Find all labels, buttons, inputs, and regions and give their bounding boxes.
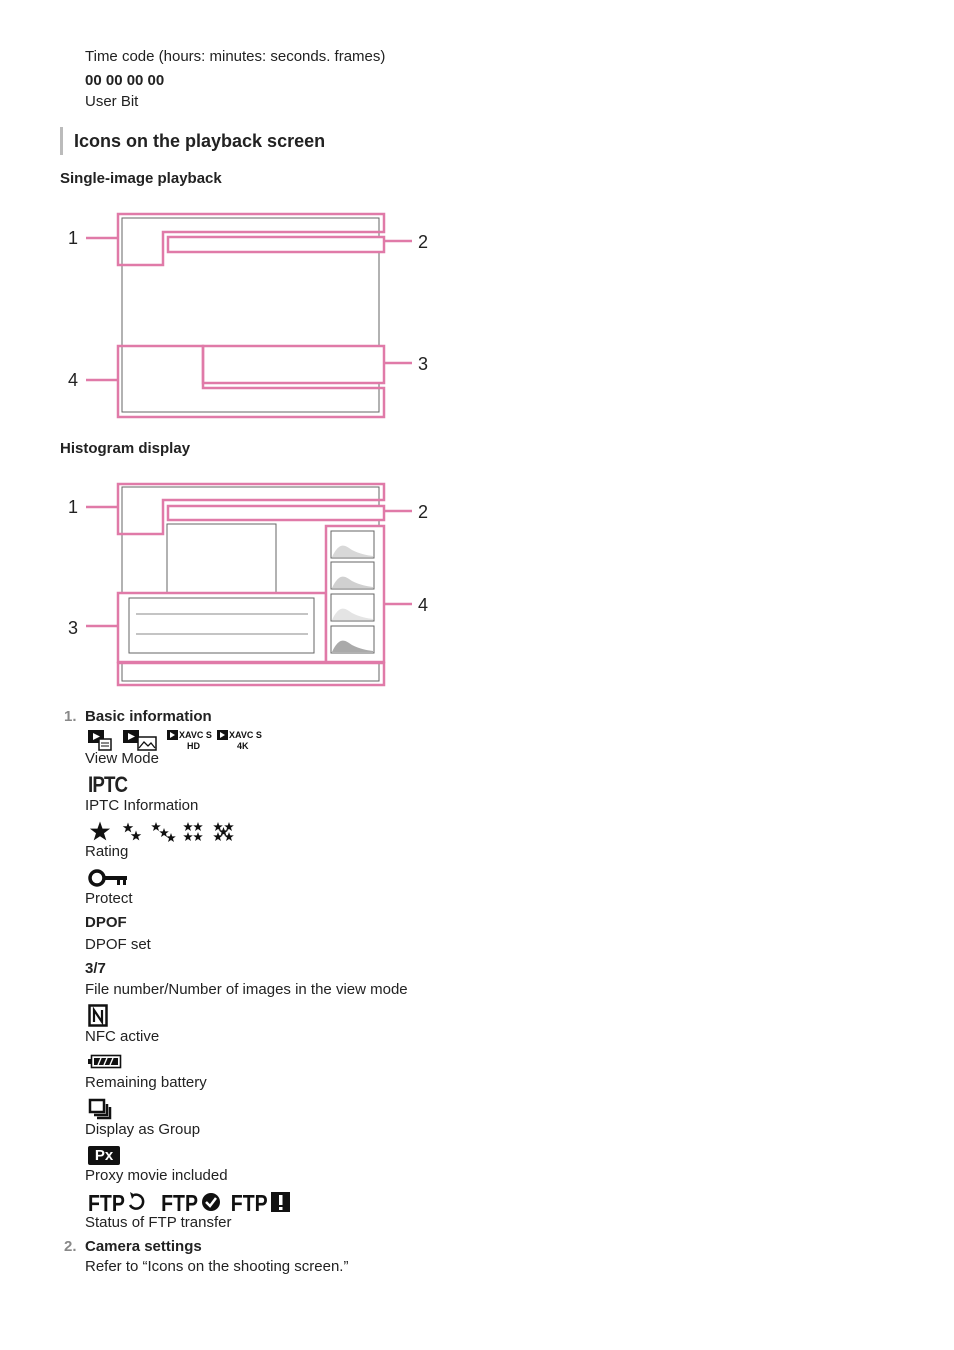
callout-3: 3 — [68, 618, 78, 638]
basic-information-title: Basic information — [85, 708, 212, 725]
star-four-icon — [183, 822, 203, 841]
camera-settings-title: Camera settings — [85, 1238, 202, 1255]
ftp-status-icons: FTP FTP FTP — [88, 1191, 290, 1215]
time-code-value: 00 00 00 00 — [85, 72, 165, 89]
protect-label: Protect — [85, 890, 133, 907]
proxy-icon: Px — [88, 1146, 120, 1165]
bottom-bar-outline — [116, 661, 386, 687]
nfc-icon — [88, 1004, 108, 1027]
area-3-outline — [116, 591, 328, 664]
view-mode-still-icon — [123, 730, 157, 751]
section-bar — [60, 127, 63, 155]
iptc-icon: IPTC — [88, 772, 128, 797]
callout-2: 2 — [418, 502, 428, 522]
svg-text:FTP: FTP — [88, 1191, 125, 1215]
callout-2: 2 — [418, 232, 428, 252]
star-two-icon — [122, 822, 142, 841]
protect-key-icon — [88, 869, 127, 887]
monitor-frame — [121, 217, 380, 413]
list-number-2: 2. — [64, 1238, 77, 1255]
thumbnail-box — [166, 523, 277, 595]
svg-text:FTP: FTP — [231, 1191, 268, 1215]
callout-1: 1 — [68, 497, 78, 517]
view-mode-label: View Mode — [85, 750, 159, 767]
callout-4: 4 — [418, 595, 428, 615]
dpof-icon: DPOF — [85, 914, 127, 931]
callout-1: 1 — [68, 228, 78, 248]
view-mode-date-icon — [88, 730, 112, 751]
iptc-label: IPTC Information — [85, 797, 199, 814]
svg-text:4K: 4K — [237, 741, 249, 751]
ftp-label: Status of FTP transfer — [85, 1214, 232, 1231]
list-number-1: 1. — [64, 708, 77, 725]
area-2-outline — [166, 504, 386, 522]
battery-icon — [88, 1054, 122, 1069]
proxy-label: Proxy movie included — [85, 1167, 228, 1184]
rating-icons — [89, 821, 234, 842]
star-three-icon — [151, 822, 176, 842]
single-playback-diagram: 1 2 3 4 — [68, 212, 428, 419]
svg-text:XAVC S: XAVC S — [179, 730, 212, 740]
camera-settings-desc: Refer to “Icons on the shooting screen.” — [85, 1258, 349, 1275]
area-3-outline — [201, 344, 386, 385]
rating-label: Rating — [85, 843, 129, 860]
group-label: Display as Group — [85, 1121, 201, 1138]
view-mode-xavcs-4k-icon: XAVC S 4K — [217, 730, 262, 751]
area-1-outline — [116, 212, 386, 267]
file-number-icon: 3/7 — [85, 960, 106, 977]
dpof-label: DPOF set — [85, 936, 151, 953]
ftp-error-icon: FTP — [231, 1191, 290, 1215]
ftp-complete-icon: FTP — [161, 1191, 220, 1215]
ftp-transferring-icon: FTP — [88, 1191, 145, 1215]
star-one-icon — [89, 821, 111, 841]
histogram-graphs — [330, 530, 375, 654]
nfc-label: NFC active — [85, 1028, 160, 1045]
area-1-outline — [116, 482, 386, 536]
callout-4: 4 — [68, 370, 78, 390]
star-five-icon — [213, 822, 234, 841]
file-number-label: File number/Number of images in the view… — [85, 981, 408, 998]
display-as-group-icon — [88, 1098, 112, 1120]
section-title: Icons on the playback screen — [74, 131, 326, 151]
area-2-outline — [166, 235, 386, 254]
histogram-heading: Histogram display — [60, 440, 191, 457]
svg-text:FTP: FTP — [161, 1191, 198, 1215]
svg-text:HD: HD — [187, 741, 200, 751]
svg-text:XAVC S: XAVC S — [229, 730, 262, 740]
single-playback-heading: Single-image playback — [60, 170, 222, 187]
battery-label: Remaining battery — [85, 1074, 207, 1091]
histogram-diagram: 1 2 3 4 — [68, 482, 428, 687]
info-box — [128, 597, 315, 654]
user-bit-label: User Bit — [85, 93, 139, 110]
callout-3: 3 — [418, 354, 428, 374]
view-mode-xavcs-hd-icon: XAVC S HD — [167, 730, 212, 751]
area-4-outline — [116, 344, 386, 419]
time-code-label: Time code (hours: minutes: seconds. fram… — [85, 48, 386, 65]
view-mode-icons: XAVC S HD XAVC S 4K — [88, 730, 262, 751]
